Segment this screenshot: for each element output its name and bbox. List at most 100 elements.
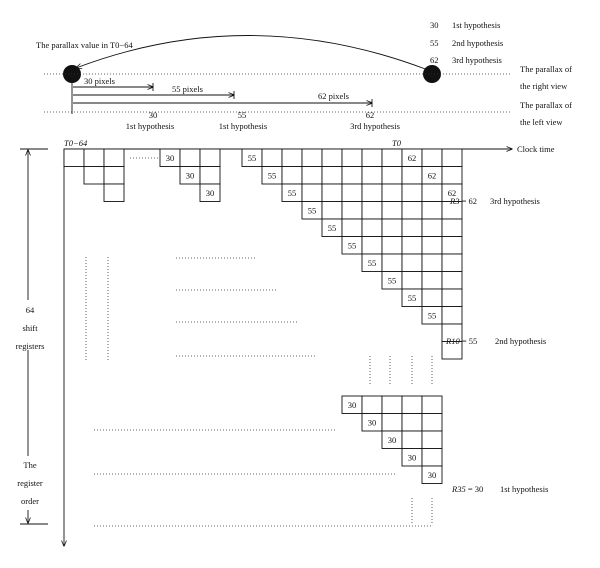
hyp-mark-value-1: 30 [149, 110, 158, 120]
order-word-2: register [17, 478, 43, 488]
register-cell [421, 183, 443, 202]
register-cell [421, 288, 443, 307]
register-cell-value: 30 [408, 452, 417, 462]
register-cell [341, 148, 363, 167]
register-cell-value: 55 [328, 223, 337, 233]
register-cell-value: 30 [166, 153, 175, 163]
legend-label-2: 2nd hypothesis [452, 38, 503, 48]
register-cell [281, 166, 303, 185]
register-cell [361, 201, 383, 220]
register-cell [361, 183, 383, 202]
register-cell [381, 413, 403, 432]
register-cell [321, 166, 343, 185]
legend-value-3: 62 [430, 55, 439, 65]
register-cell [301, 183, 323, 202]
register-cell [401, 166, 423, 185]
register-cell [179, 148, 201, 167]
register-cell [421, 148, 443, 167]
result-r10-hyp: 2nd hypothesis [495, 336, 546, 346]
register-cell [381, 148, 403, 167]
result-r10: R10 = 55 [445, 336, 477, 346]
register-cell [83, 148, 105, 167]
hyp-mark-label-1: 1st hypothesis [126, 121, 174, 131]
register-cell [421, 413, 443, 432]
register-cell [103, 148, 125, 167]
register-cell [441, 166, 463, 185]
register-cell-value: 30 [186, 170, 195, 180]
registers-word: registers [16, 341, 45, 351]
register-cell [421, 430, 443, 449]
register-cell [381, 236, 403, 255]
register-cell [381, 395, 403, 414]
register-cell-value: 62 [428, 170, 437, 180]
register-cell [361, 395, 383, 414]
register-cell [401, 271, 423, 290]
register-cell [381, 201, 403, 220]
result-r3-hyp: 3rd hypothesis [490, 196, 540, 206]
register-cell [103, 183, 125, 202]
register-cell [381, 218, 403, 237]
register-cell [301, 148, 323, 167]
register-cell [441, 148, 463, 167]
order-word-1: The [23, 460, 36, 470]
hyp-mark-value-3: 62 [366, 110, 375, 120]
register-cell [321, 201, 343, 220]
register-cell [341, 183, 363, 202]
register-cell [401, 395, 423, 414]
register-cell [441, 218, 463, 237]
register-cell-value: 30 [368, 417, 377, 427]
span-55-label: 55 pixels [172, 84, 203, 94]
register-cell [83, 166, 105, 185]
register-cell-value: 55 [428, 310, 437, 320]
hyp-mark-label-3: 3rd hypothesis [350, 121, 400, 131]
result-r35-hyp: 1st hypothesis [500, 484, 548, 494]
register-cell [199, 166, 221, 185]
register-cell [421, 465, 443, 484]
span-62-label: 62 pixels [318, 91, 349, 101]
register-cell-value: 55 [248, 153, 257, 163]
register-cell-value: 62 [448, 188, 457, 198]
register-cell [421, 236, 443, 255]
register-cell [401, 201, 423, 220]
result-r35: R35 = 30 [451, 484, 483, 494]
register-cell [441, 341, 463, 360]
hyp-mark-value-2: 55 [238, 110, 247, 120]
register-cell-value: 62 [408, 153, 417, 163]
t0-label: T0 [392, 138, 402, 148]
hyp-mark-label-2: 1st hypothesis [219, 121, 267, 131]
register-cell [401, 236, 423, 255]
register-cell [103, 166, 125, 185]
register-cell-value: 55 [288, 188, 297, 198]
register-cell [261, 148, 283, 167]
order-label-bg [15, 456, 45, 510]
register-cell [381, 253, 403, 272]
legend-value-2: 55 [430, 38, 439, 48]
register-cell-value: 30 [348, 400, 357, 410]
register-cell [361, 218, 383, 237]
register-cell [401, 183, 423, 202]
register-cell-value: 55 [268, 170, 277, 180]
register-grid: 3030305555555555555555555562626230303030… [63, 148, 463, 484]
register-cell [341, 201, 363, 220]
register-cell [441, 288, 463, 307]
parallax-title: The parallax value in T0−64 [36, 40, 133, 50]
order-word-3: order [21, 496, 39, 506]
register-cell-value: 55 [388, 275, 397, 285]
bracket-label-bg [18, 300, 40, 350]
register-cell [341, 218, 363, 237]
register-cell-value: 55 [308, 205, 317, 215]
register-cell [341, 166, 363, 185]
parallax-arc [76, 35, 429, 71]
register-cell [421, 253, 443, 272]
register-cell [361, 166, 383, 185]
right-view-label-2: the right view [520, 81, 568, 91]
register-cell [421, 448, 443, 467]
register-cell [421, 218, 443, 237]
register-cell [199, 183, 221, 202]
left-view-label-2: the left view [520, 117, 563, 127]
register-cell [401, 413, 423, 432]
register-cell [421, 271, 443, 290]
register-cell-value: 30 [388, 435, 397, 445]
legend-label-1: 1st hypothesis [452, 20, 500, 30]
